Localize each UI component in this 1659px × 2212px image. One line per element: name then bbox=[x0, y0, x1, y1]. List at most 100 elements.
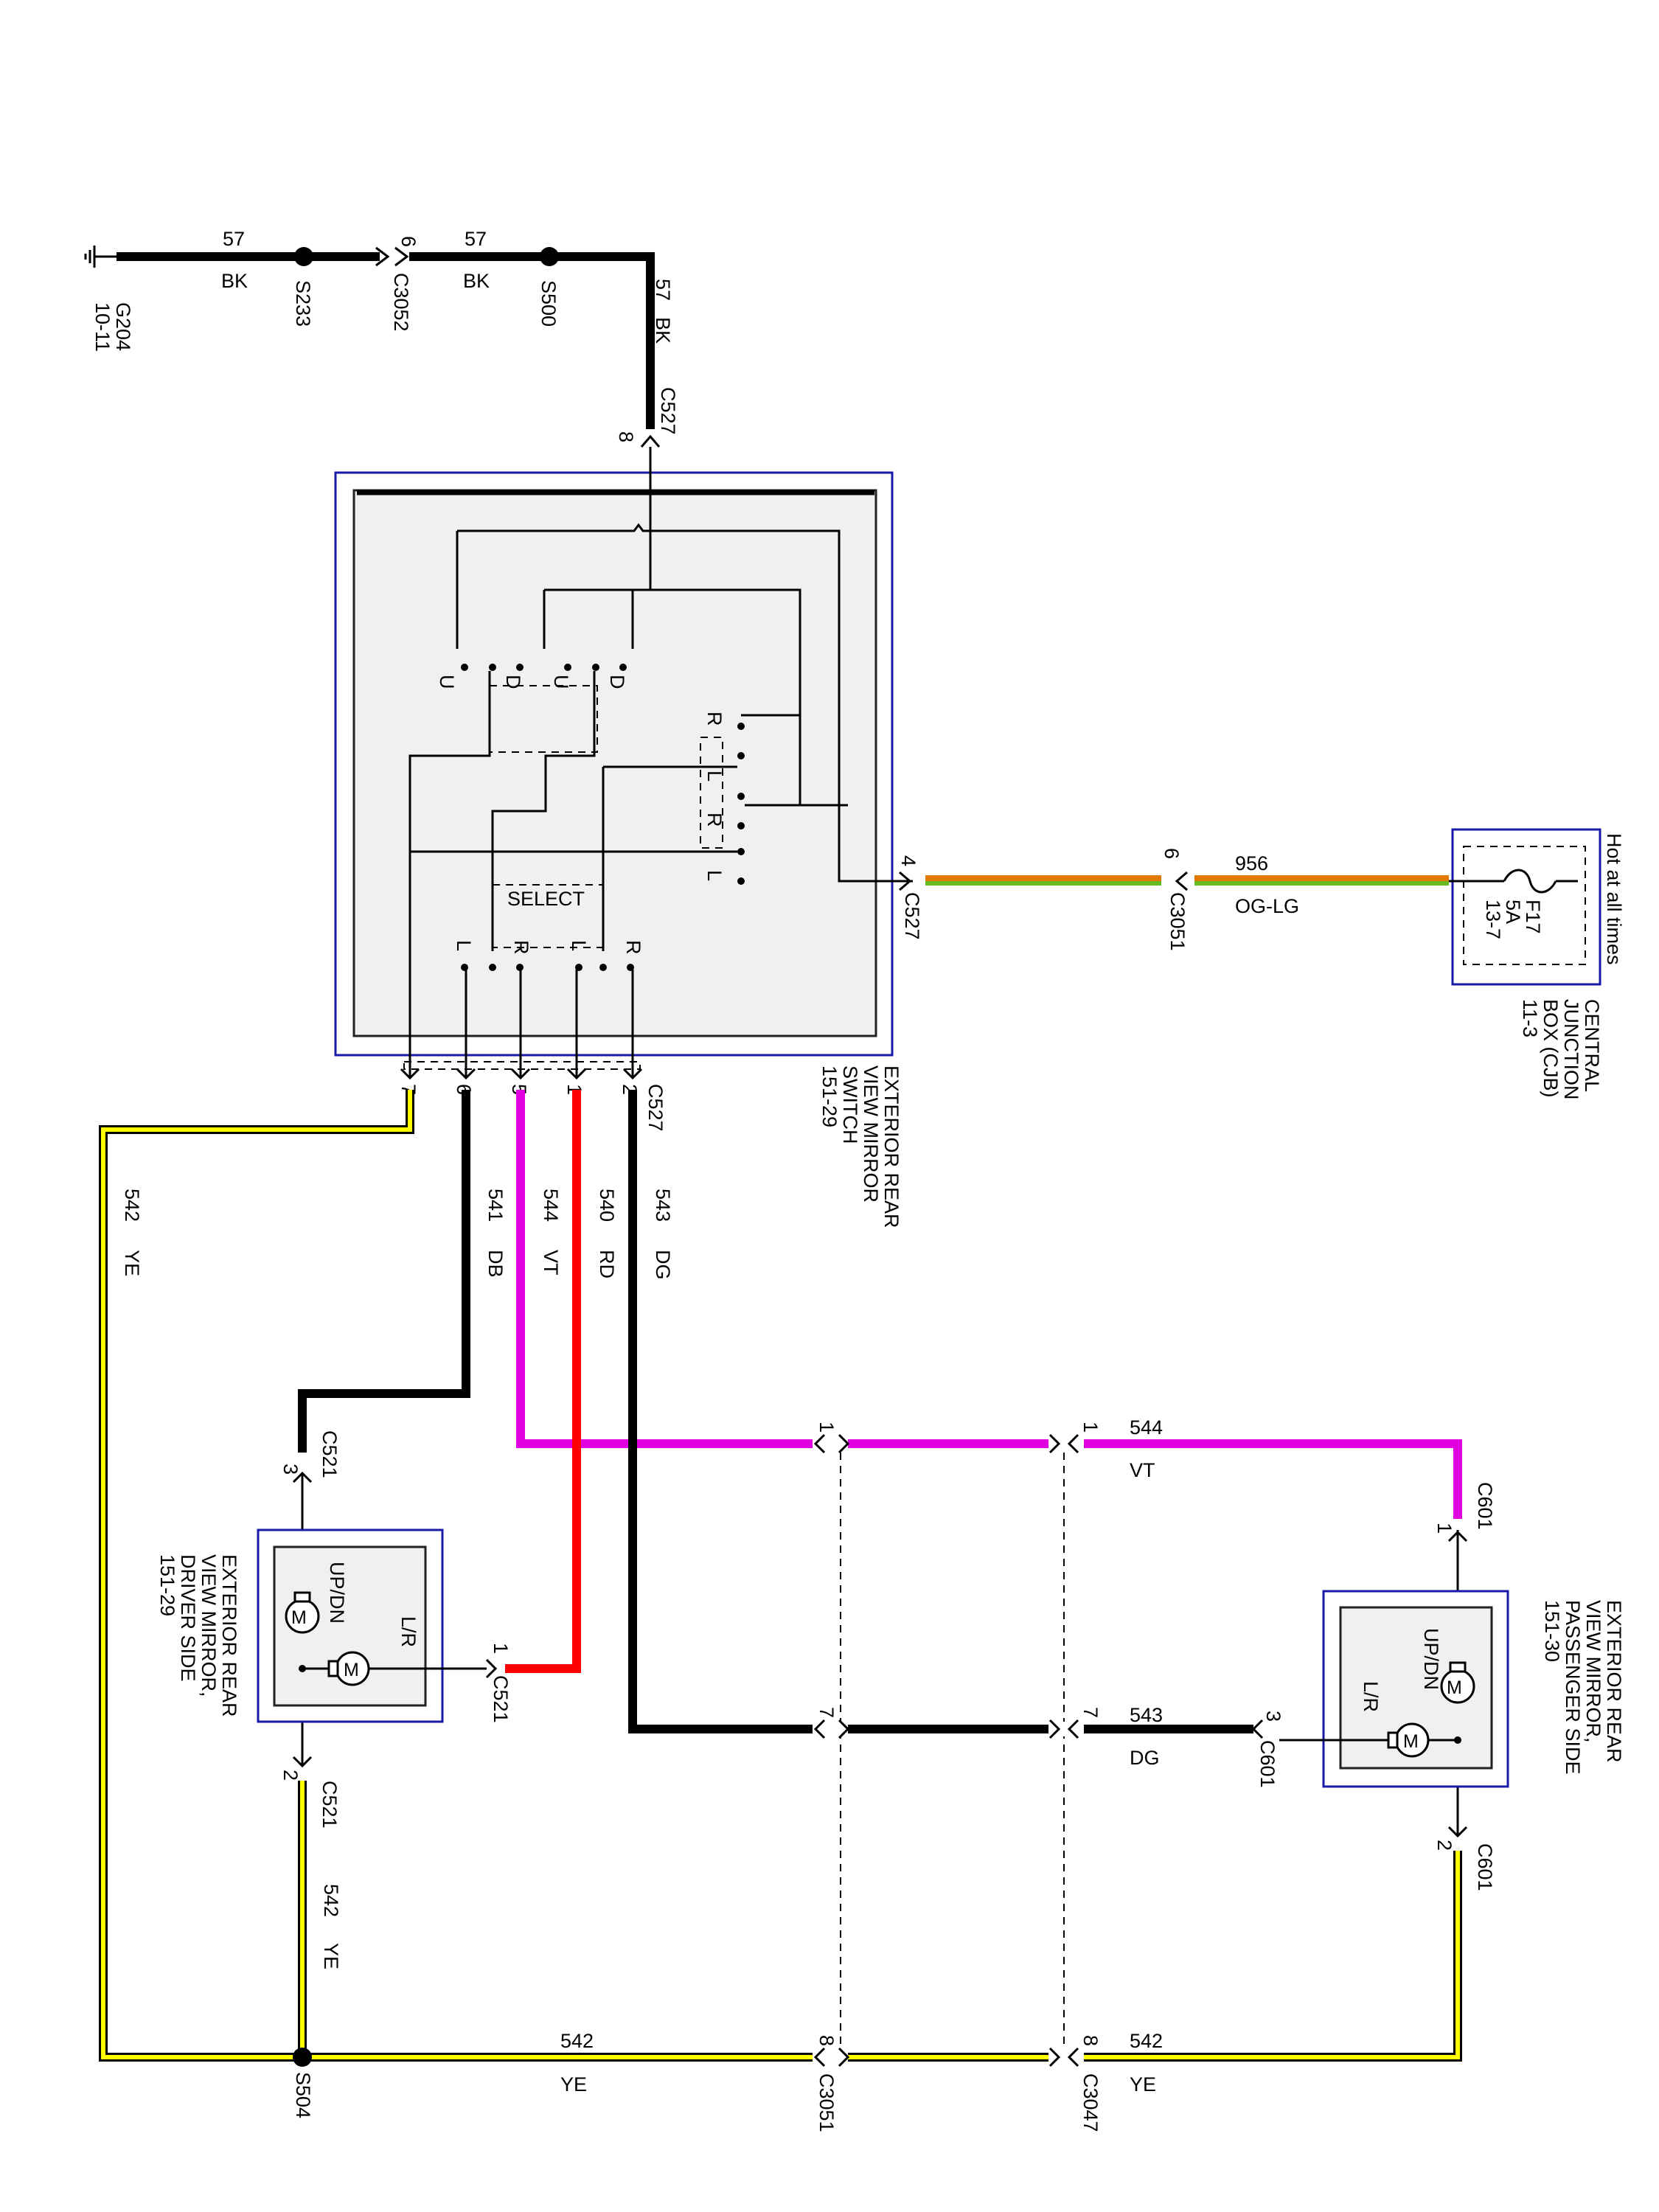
wire-ye-label-v: YE bbox=[121, 1250, 143, 1276]
central-junction-box: F17 5A 13-7 Hot at all times CENTRAL JUN… bbox=[1449, 828, 1625, 1100]
c521-label-top: C521 bbox=[319, 1430, 341, 1478]
c527-pin-8: 8 bbox=[615, 431, 637, 442]
wire-543-label-h: 543 bbox=[1130, 1704, 1163, 1726]
wire-543-dg bbox=[628, 1090, 1253, 1733]
wire-540-rd bbox=[505, 1090, 581, 1673]
cjb-title-3: BOX (CJB) bbox=[1540, 999, 1562, 1098]
c601-pin-2: 2 bbox=[1433, 1840, 1455, 1851]
driver-updn-motor-letter: M bbox=[291, 1607, 307, 1628]
driver-updn-motor-icon: M bbox=[285, 1591, 320, 1634]
passenger-title-2: VIEW MIRROR, bbox=[1582, 1600, 1604, 1743]
fuse-icon bbox=[1503, 869, 1557, 894]
wire-db-label: DB bbox=[484, 1250, 507, 1278]
connector-c3052: C3052 bbox=[390, 273, 412, 332]
switch-letter-l2: L bbox=[703, 870, 726, 881]
switch-letter-u1: U bbox=[436, 675, 458, 689]
c527-bottom-pins: 7 6 5 1 2 C527 bbox=[397, 1068, 667, 1132]
c601-pin-1: 1 bbox=[1433, 1523, 1455, 1534]
wire-544-vt bbox=[516, 1090, 1462, 1519]
driver-lr-motor-icon: M bbox=[302, 1651, 487, 1686]
connector-c3047: C3047 bbox=[1079, 2073, 1102, 2132]
switch-title-2: VIEW MIRROR bbox=[860, 1065, 882, 1203]
c521-pin-1: 1 bbox=[490, 1643, 512, 1654]
c601-label-bottom: C601 bbox=[1474, 1843, 1496, 1891]
c3051-pin-7: 7 bbox=[815, 1707, 838, 1718]
passenger-updn-label: UP/DN bbox=[1420, 1628, 1442, 1690]
switch-letter-l4: L bbox=[568, 940, 590, 951]
ground-icon bbox=[84, 246, 118, 268]
passenger-title-1: EXTERIOR REAR bbox=[1603, 1600, 1625, 1763]
c3047-pin-8: 8 bbox=[1079, 2035, 1102, 2046]
driver-lr-motor-letter: M bbox=[344, 1660, 359, 1680]
connector-c3051-bottom: C3051 bbox=[815, 2073, 838, 2132]
c527-pin-4: 4 bbox=[897, 855, 919, 866]
passenger-updn-motor-icon: M bbox=[1440, 1661, 1475, 1704]
driver-title-1: EXTERIOR REAR bbox=[218, 1554, 240, 1717]
wire-bk-vertical: BK bbox=[652, 317, 674, 344]
ground-id: G204 bbox=[112, 302, 134, 351]
wire-542-label-v: 542 bbox=[121, 1189, 143, 1222]
switch-title-3: SWITCH bbox=[839, 1065, 861, 1144]
fuse-rating: 5A bbox=[1502, 900, 1524, 924]
switch-letter-r3: R bbox=[510, 940, 532, 955]
c3047-pin-7: 7 bbox=[1079, 1707, 1102, 1718]
wire-544-label-h: 544 bbox=[1130, 1416, 1163, 1439]
wire-rd-label: RD bbox=[596, 1250, 618, 1279]
wire-542-label-driver: 542 bbox=[320, 1884, 342, 1917]
wire-57-label-2: 57 bbox=[465, 228, 487, 250]
passenger-lr-label: L/R bbox=[1360, 1681, 1382, 1712]
splice-s504: S504 bbox=[292, 2072, 314, 2118]
passenger-lr-motor-icon: M bbox=[1279, 1722, 1458, 1758]
switch-title-4: 151-29 bbox=[818, 1065, 841, 1127]
wire-540-label: 540 bbox=[596, 1189, 618, 1222]
c521-label-right: C521 bbox=[490, 1675, 512, 1723]
switch-letter-u2: U bbox=[550, 675, 572, 689]
switch-contacts bbox=[461, 664, 745, 971]
c521-label-bottom: C521 bbox=[319, 1781, 341, 1829]
switch-letter-d2: D bbox=[606, 675, 628, 689]
c527-label-bottom: C527 bbox=[644, 1084, 667, 1132]
connector-c3051-top: C3051 bbox=[1166, 892, 1189, 951]
c601-label-left: C601 bbox=[1256, 1740, 1279, 1788]
switch-letter-r4: R bbox=[622, 940, 644, 955]
switch-letter-r2: R bbox=[703, 813, 726, 827]
driver-title-2: VIEW MIRROR, bbox=[198, 1554, 220, 1697]
c601-label-top: C601 bbox=[1474, 1482, 1496, 1530]
c3051-pin-6: 6 bbox=[1161, 848, 1183, 859]
wire-541-db bbox=[298, 1090, 470, 1453]
fuse-ref: 13-7 bbox=[1482, 900, 1504, 939]
c601-pin-3: 3 bbox=[1262, 1711, 1284, 1722]
wire-57-label: 57 bbox=[223, 228, 245, 250]
wire-ye-label-driver: YE bbox=[320, 1943, 342, 1969]
wire-541-label: 541 bbox=[484, 1189, 507, 1222]
cjb-hot-label: Hot at all times bbox=[1603, 833, 1625, 965]
passenger-title-3: PASSENGER SIDE bbox=[1562, 1600, 1584, 1775]
driver-title-4: 151-29 bbox=[156, 1554, 178, 1616]
passenger-mirror: M M UP/DN L/R C601 1 3 C601 2 C601 EXTER… bbox=[1251, 1482, 1625, 1891]
wire-vt-label-h: VT bbox=[1130, 1459, 1155, 1481]
wire-oglg-label: OG-LG bbox=[1235, 895, 1299, 917]
passenger-title-4: 151-30 bbox=[1541, 1600, 1563, 1662]
driver-lr-label: L/R bbox=[397, 1616, 420, 1647]
passenger-updn-motor-letter: M bbox=[1447, 1677, 1462, 1698]
wire-dg-label-v: DG bbox=[652, 1250, 674, 1280]
c527-label-top: C527 bbox=[657, 387, 679, 435]
c521-pin-2: 2 bbox=[279, 1770, 302, 1781]
wire-542-label-h1: 542 bbox=[560, 2030, 594, 2052]
passenger-lr-motor-letter: M bbox=[1403, 1731, 1419, 1752]
switch-letter-l1: L bbox=[703, 771, 726, 782]
mirror-switch: U D U D R L R L L R L R SELECT EXTERIOR … bbox=[334, 447, 913, 1228]
wire-544-label-v: 544 bbox=[540, 1189, 562, 1222]
wire-bk-label-2: BK bbox=[463, 270, 490, 292]
wire-57-vertical: 57 bbox=[652, 279, 674, 301]
wire-bk-label: BK bbox=[221, 270, 248, 292]
cjb-title-4: 11-3 bbox=[1519, 999, 1541, 1037]
wire-dg-label-h: DG bbox=[1130, 1747, 1160, 1769]
switch-letter-r1: R bbox=[703, 712, 726, 726]
driver-title-3: DRIVER SIDE bbox=[177, 1554, 199, 1682]
c3051-pin-8: 8 bbox=[815, 2035, 838, 2046]
wire-542-label-h2: 542 bbox=[1130, 2030, 1163, 2052]
power-feed-956: 4 C527 6 C3051 956 OG-LG bbox=[897, 848, 1449, 951]
c3047-pin-1: 1 bbox=[1079, 1422, 1102, 1433]
